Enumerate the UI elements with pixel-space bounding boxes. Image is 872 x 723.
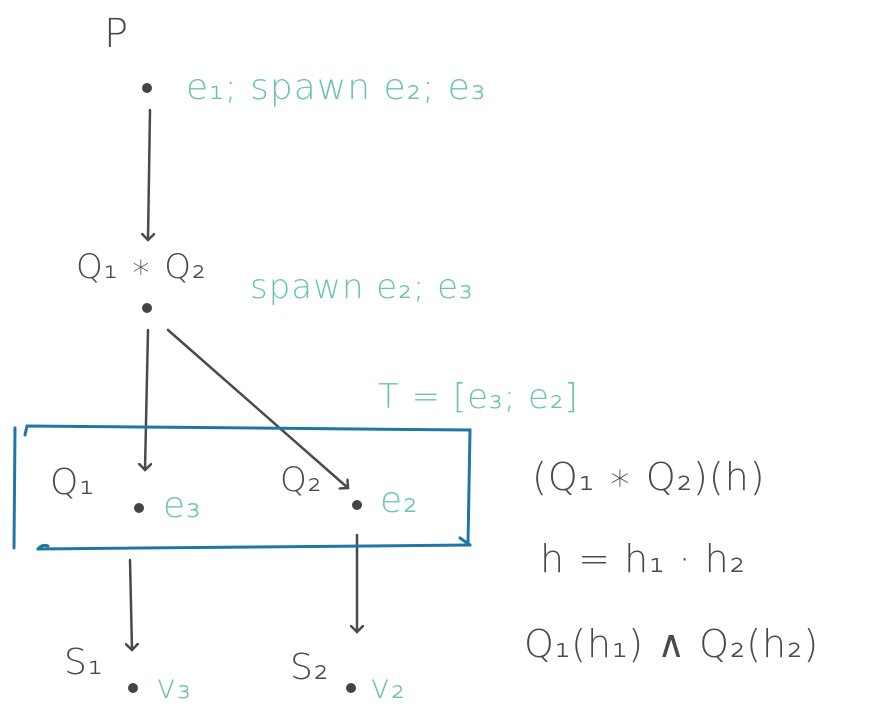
- edge-p-to-qstar: [148, 108, 150, 240]
- node-q1-dot: [134, 503, 144, 513]
- node-qstar-code: spawn e₂; e₃: [250, 267, 474, 307]
- equation-separating-conjunction: (Q₁ ∗ Q₂)(h): [532, 455, 766, 499]
- node-q2-label: Q₂: [280, 460, 323, 500]
- node-s2-dot: [346, 683, 356, 693]
- node-p-label: P: [104, 11, 130, 57]
- node-s1-value: v₃: [156, 667, 192, 707]
- node-q1-label: Q₁: [50, 462, 95, 503]
- equation-heap-split: h = h₁ · h₂: [540, 537, 746, 581]
- edge-qstar-to-q1: [145, 328, 148, 470]
- node-p-code: e₁; spawn e₂; e₃: [186, 67, 487, 108]
- equation-conjunction: Q₁(h₁) ∧ Q₂(h₂): [524, 622, 820, 666]
- node-q2-dot: [352, 500, 362, 510]
- node-s1-label: S₁: [64, 642, 104, 683]
- thread-pool-box: [12, 424, 472, 551]
- node-s2-value: v₂: [370, 667, 406, 707]
- node-qstar-dot: [142, 303, 152, 313]
- edge-qstar-to-q2: [166, 328, 348, 488]
- node-q2-code: e₂: [380, 480, 419, 521]
- node-s2-label: S₂: [290, 647, 330, 688]
- node-qstar-label: Q₁ ∗ Q₂: [76, 247, 207, 287]
- node-s1-dot: [128, 683, 138, 693]
- thread-pool-label: T = [e₃; e₂]: [378, 377, 579, 417]
- edge-q1-to-s1: [130, 558, 132, 650]
- node-q1-code: e₃: [163, 485, 202, 526]
- node-p-dot: [142, 83, 152, 93]
